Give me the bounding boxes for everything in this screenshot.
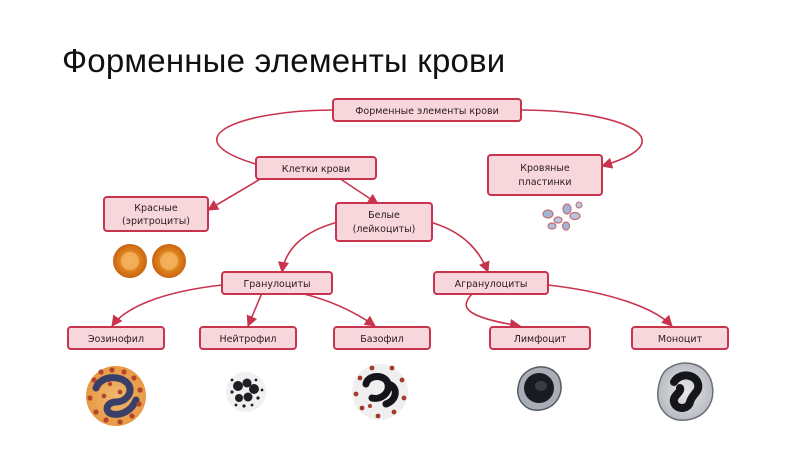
edge-cells-red (207, 177, 263, 211)
edge-white-granulocytes (277, 221, 339, 274)
node-basophil-label: Базофил (360, 334, 404, 345)
node-red-cells-label-2: (эритроциты) (122, 216, 190, 227)
node-white-cells-label-1: Белые (368, 210, 400, 221)
node-eosinophil-label: Эозинофил (88, 334, 144, 345)
edge-gran-eosinophil (111, 284, 223, 327)
node-eosinophil: Эозинофил (67, 326, 165, 350)
node-granulocytes: Гранулоциты (221, 271, 333, 295)
basophil-image (352, 364, 408, 420)
node-basophil: Базофил (333, 326, 431, 350)
node-monocyte: Моноцит (631, 326, 729, 350)
node-root-label: Форменные элементы крови (355, 106, 499, 117)
edge-root-cells (215, 109, 334, 171)
node-neutrophil-label: Нейтрофил (220, 334, 277, 345)
edge-cells-white (335, 175, 379, 205)
node-platelets-label-2: пластинки (518, 177, 571, 188)
node-agranulocytes: Агранулоциты (433, 271, 549, 295)
node-red-cells: Красные (эритроциты) (103, 196, 209, 232)
neutrophil-image (226, 372, 266, 412)
edge-white-agranulocytes (429, 221, 490, 274)
node-granulocytes-label: Гранулоциты (243, 279, 310, 290)
node-neutrophil: Нейтрофил (199, 326, 297, 350)
node-platelets: Кровяные пластинки (487, 154, 603, 196)
monocyte-image (657, 362, 714, 421)
node-agranulocytes-label: Агранулоциты (455, 279, 528, 290)
lymphocyte-image (517, 366, 562, 411)
eosinophil-image (86, 366, 146, 426)
edge-agran-monocyte (547, 284, 673, 327)
node-white-cells: Белые (лейкоциты) (335, 202, 433, 242)
edge-agran-lymphocyte (465, 293, 522, 330)
node-blood-cells-label: Клетки крови (282, 164, 350, 175)
platelets-image (542, 201, 583, 231)
node-monocyte-label: Моноцит (658, 334, 703, 345)
node-lymphocyte-label: Лимфоцит (514, 334, 567, 345)
node-platelets-label-1: Кровяные (520, 163, 570, 174)
node-white-cells-label-2: (лейкоциты) (353, 224, 416, 235)
erythrocyte-image (113, 244, 186, 278)
edge-root-platelets (520, 109, 643, 169)
slide-title: Форменные элементы крови (62, 42, 506, 79)
node-red-cells-label-1: Красные (134, 203, 178, 214)
node-lymphocyte: Лимфоцит (489, 326, 591, 350)
node-root: Форменные элементы крови (332, 98, 522, 122)
node-blood-cells: Клетки крови (255, 156, 377, 180)
edge-gran-basophil (299, 292, 376, 327)
edge-gran-neutrophil (246, 292, 263, 328)
